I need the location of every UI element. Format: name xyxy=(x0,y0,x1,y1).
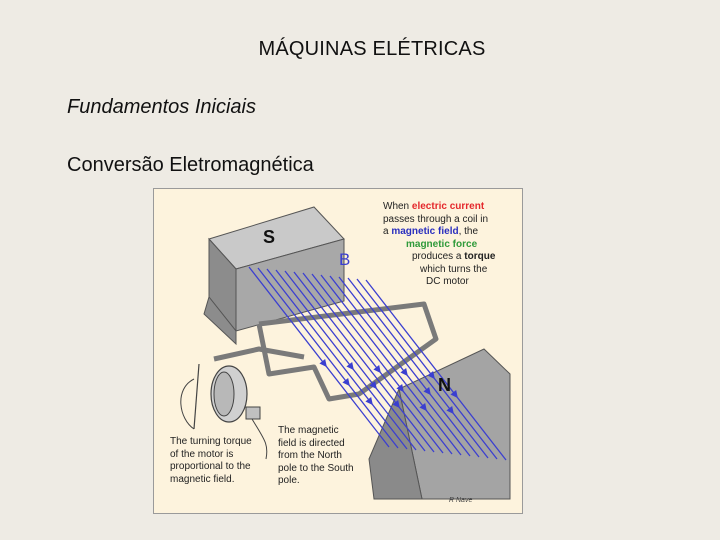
south-pole-label: S xyxy=(263,227,276,247)
slide-title: MÁQUINAS ELÉTRICAS xyxy=(258,38,486,60)
caption-top-text: When xyxy=(383,201,410,212)
field-line xyxy=(284,270,426,452)
caption-left-line: of the motor is xyxy=(170,448,234,460)
caption-top-text: a xyxy=(383,226,389,237)
caption-bottom: The magnetic field is directed from the … xyxy=(278,425,378,488)
electric-current-text: electric current xyxy=(411,201,485,212)
caption-bottom-line: field is directed xyxy=(278,437,345,449)
field-b-label: B xyxy=(339,250,351,269)
field-arrow xyxy=(365,396,373,406)
armature-coil xyxy=(213,301,439,402)
field-line xyxy=(347,277,489,459)
field-arrow xyxy=(342,377,350,387)
field-line xyxy=(365,279,507,461)
caption-left-line: proportional to the xyxy=(170,461,251,472)
field-line xyxy=(257,267,399,449)
field-arrow xyxy=(319,358,327,368)
field-arrow xyxy=(450,389,458,399)
caption-top: When electric current passes through a c… xyxy=(383,201,521,289)
field-arrow xyxy=(427,370,435,380)
field-line xyxy=(320,274,462,456)
caption-left: The turning torque of the motor is propo… xyxy=(170,436,270,486)
slide-body-text: Conversão Eletromagnética xyxy=(67,154,314,176)
dc-motor-figure: S N B When electric current passes throu… xyxy=(153,188,523,514)
field-line xyxy=(311,273,453,455)
field-arrow xyxy=(423,386,431,396)
caption-bottom-line: pole. xyxy=(278,475,300,486)
torque-text: torque xyxy=(464,251,496,262)
commutator xyxy=(180,363,268,460)
caption-bottom-line: from the North xyxy=(278,450,342,461)
field-line xyxy=(338,276,480,458)
field-arrow xyxy=(396,383,404,393)
slide-subtitle: Fundamentos Iniciais xyxy=(67,96,256,118)
south-pole-magnet xyxy=(203,206,345,346)
field-arrow xyxy=(400,367,408,377)
caption-bottom-line: The magnetic xyxy=(278,425,339,436)
image-credit: R Nave xyxy=(449,497,473,504)
field-line xyxy=(329,275,471,457)
field-arrow xyxy=(346,361,354,371)
caption-top-text: , the xyxy=(458,226,479,237)
dc-motor-illustration xyxy=(180,206,511,500)
field-arrow xyxy=(419,402,427,412)
field-arrow xyxy=(373,364,381,374)
magnetic-force-text: magnetic force xyxy=(406,238,478,250)
caption-top-text: which turns the xyxy=(420,263,488,275)
caption-bottom-line: pole to the South xyxy=(278,462,354,474)
magnetic-field-text: magnetic field xyxy=(391,226,459,237)
field-line xyxy=(293,271,435,453)
field-line xyxy=(302,272,444,454)
field-line xyxy=(248,266,390,448)
caption-top-text: produces a xyxy=(412,251,462,262)
caption-left-line: magnetic field. xyxy=(170,473,235,485)
field-line xyxy=(356,278,498,460)
north-pole-label: N xyxy=(438,375,451,395)
field-line xyxy=(266,268,408,450)
field-arrow xyxy=(369,380,377,390)
field-arrow xyxy=(392,399,400,409)
caption-top-text: DC motor xyxy=(426,276,469,287)
field-line xyxy=(275,269,417,451)
field-arrow xyxy=(446,405,454,415)
magnetic-field-lines xyxy=(248,266,507,461)
caption-top-text: passes through a coil in xyxy=(383,213,489,225)
caption-left-line: The turning torque xyxy=(170,436,252,447)
